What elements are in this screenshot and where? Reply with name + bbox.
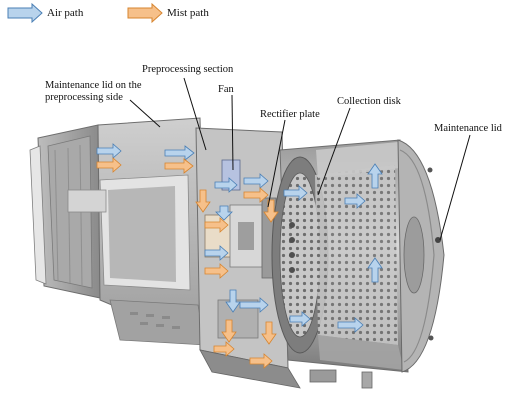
- mist-arrow-icon: [243, 187, 269, 203]
- air-arrow-icon: [367, 163, 383, 189]
- air-arrow-icon: [344, 193, 366, 209]
- air-arrow-icon: [215, 205, 233, 221]
- mist-arrow-icon: [96, 157, 122, 173]
- label-rectifier-plate: Rectifier plate: [260, 109, 320, 120]
- air-path-arrows: [96, 143, 383, 333]
- mist-arrow-icon: [204, 217, 229, 233]
- right-maintenance-lid: [397, 139, 445, 373]
- legend-air-arrow-icon: [7, 2, 43, 24]
- mist-arrow-icon: [164, 158, 194, 174]
- mist-arrow-icon: [263, 199, 279, 223]
- mist-arrow-icon: [221, 319, 237, 343]
- air-arrow-icon: [164, 145, 195, 161]
- mist-arrow-icon: [249, 353, 273, 369]
- mist-arrow-icon: [195, 189, 211, 213]
- legend-mist-label: Mist path: [167, 7, 209, 19]
- air-arrow-icon: [239, 297, 269, 313]
- mist-arrow-icon: [204, 263, 229, 279]
- air-arrow-icon: [243, 173, 269, 189]
- air-arrow-icon: [283, 185, 308, 201]
- air-arrow-icon: [337, 317, 364, 333]
- label-maintenance-lid: Maintenance lid: [434, 123, 502, 134]
- legend-mist-arrow-icon: [127, 2, 163, 24]
- collection-drum: [271, 139, 409, 373]
- label-collection-disk: Collection disk: [337, 96, 401, 107]
- label-maintenance-lid-preprocessing-line1: Maintenance lid on the: [45, 80, 142, 91]
- air-arrow-icon: [204, 245, 229, 261]
- air-arrow-icon: [289, 311, 311, 327]
- label-fan: Fan: [218, 84, 234, 95]
- air-arrow-icon: [96, 143, 122, 159]
- air-arrow-icon: [367, 257, 383, 283]
- air-arrow-icon: [214, 177, 238, 193]
- label-maintenance-lid-preprocessing-line2: preprocessing side: [45, 92, 123, 103]
- drain-fittings: [309, 369, 373, 389]
- air-arrow-icon: [225, 289, 241, 313]
- mist-path-arrows: [96, 157, 279, 369]
- label-preprocessing-section: Preprocessing section: [142, 64, 234, 75]
- leader-lines: [129, 77, 471, 241]
- legend-air-label: Air path: [47, 7, 84, 19]
- mist-arrow-icon: [261, 321, 277, 345]
- mist-arrow-icon: [213, 341, 235, 357]
